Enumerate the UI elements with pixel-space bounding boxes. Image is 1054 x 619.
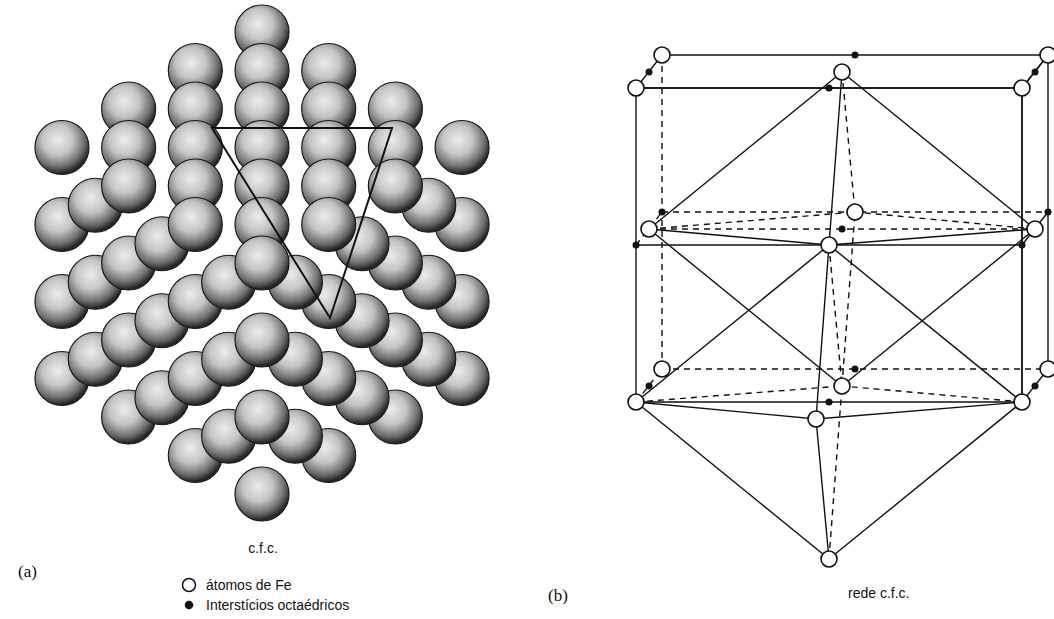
caption-label: rede c.f.c. xyxy=(848,585,909,602)
fe-sphere xyxy=(302,198,356,252)
panel-label: (b) xyxy=(548,586,568,606)
site-sample xyxy=(180,596,198,614)
legend-text: Interstícios octaédricos xyxy=(206,597,349,613)
legend-item: átomos de Fe xyxy=(180,576,292,594)
fe-sphere xyxy=(368,159,422,213)
panel-label: (a) xyxy=(18,562,37,582)
fe-sphere xyxy=(435,121,489,175)
plane-triangle xyxy=(212,128,392,318)
fe-sphere xyxy=(35,121,89,175)
fe-sphere xyxy=(235,390,289,444)
fe-sphere xyxy=(235,236,289,290)
fe-sphere xyxy=(235,467,289,521)
caption-label: c.f.c. xyxy=(248,540,278,557)
fe-sphere xyxy=(235,313,289,367)
legend-text: átomos de Fe xyxy=(206,577,292,593)
fe-sphere xyxy=(168,198,222,252)
sphere-packing xyxy=(35,5,489,521)
fe-atoms xyxy=(628,47,1054,567)
legend-item: Interstícios octaédricos xyxy=(180,596,349,614)
fcc-lattice xyxy=(636,55,1048,559)
atom-sample xyxy=(180,576,198,594)
fe-sphere xyxy=(102,159,156,213)
octahedral-sites xyxy=(633,52,1052,406)
